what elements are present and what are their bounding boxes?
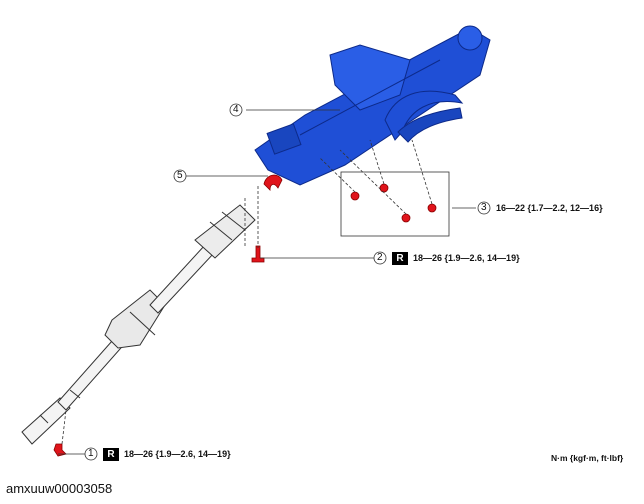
steering-shaft	[21, 204, 256, 445]
nut-3d	[427, 203, 437, 213]
steering-column	[254, 25, 491, 186]
callout-1-circle	[84, 447, 98, 461]
callout-3-torque: 16—22 {1.7—2.2, 12—16}	[496, 203, 603, 213]
callout-circles	[84, 103, 491, 461]
callout-2-circle	[373, 251, 387, 265]
nut-3c	[401, 213, 411, 223]
callout-2-reuse-badge: R	[392, 252, 408, 265]
callout-3-number: 3	[481, 202, 487, 213]
leader-lines	[58, 109, 476, 455]
callout-3-circle	[477, 201, 491, 215]
bolt-5-clamp	[263, 174, 283, 191]
callout-5-number: 5	[177, 170, 183, 181]
nut-3a	[350, 191, 360, 201]
nut-3b	[379, 183, 389, 193]
figure-id: amxuuw00003058	[6, 481, 113, 496]
callout-4-number: 4	[233, 104, 239, 115]
callout-1-torque: 18—26 {1.9—2.6, 14—19}	[124, 449, 231, 459]
callout-1-reuse-badge: R	[103, 448, 119, 461]
bolt-2	[251, 245, 265, 263]
callout-5-circle	[173, 169, 187, 183]
callout-3-box	[340, 171, 450, 237]
callout-4-circle	[229, 103, 243, 117]
units-label: N·m {kgf·m, ft·lbf}	[551, 453, 624, 463]
fasteners	[53, 174, 437, 457]
callout-2-torque: 18—26 {1.9—2.6, 14—19}	[413, 253, 520, 263]
callout-2-number: 2	[377, 252, 383, 263]
callout-1-number: 1	[88, 448, 94, 459]
